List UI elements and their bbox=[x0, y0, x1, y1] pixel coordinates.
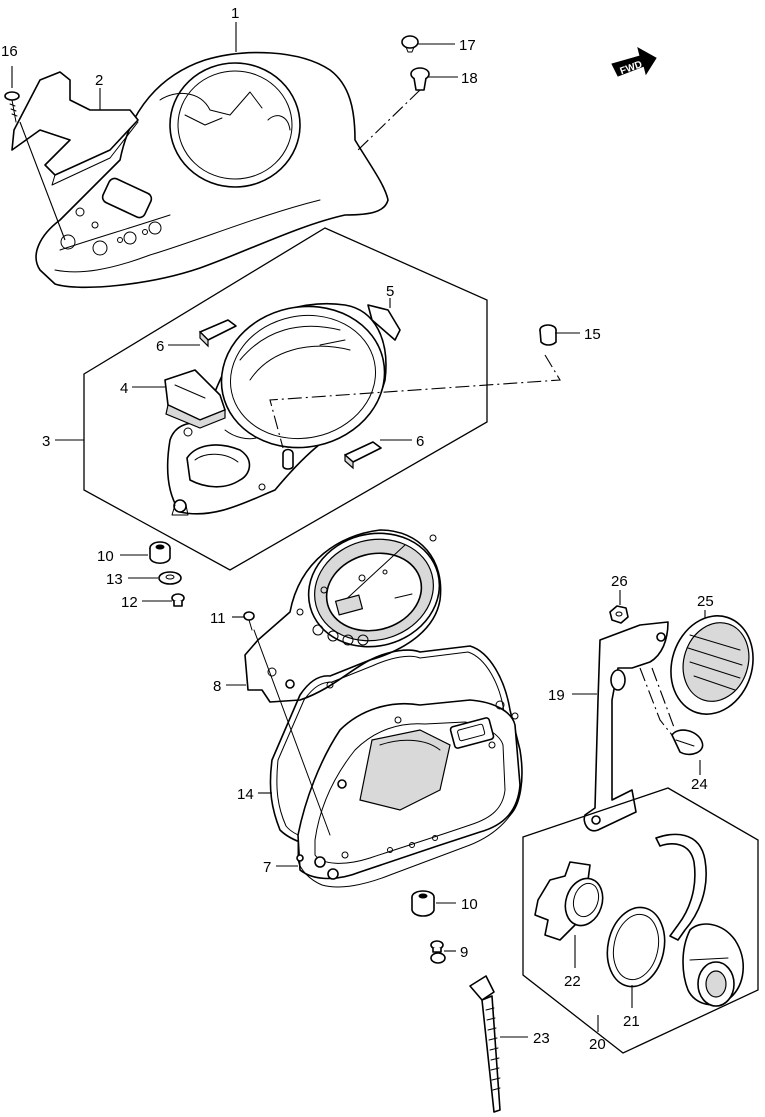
bracket-part-19 bbox=[583, 621, 669, 832]
label-16: 16 bbox=[1, 43, 18, 60]
light-guide bbox=[282, 448, 294, 470]
label-8: 8 bbox=[213, 678, 221, 695]
meter-cover-part-1 bbox=[35, 51, 389, 289]
cushion-part-5 bbox=[367, 304, 401, 341]
nut-part-26 bbox=[609, 605, 629, 624]
label-15: 15 bbox=[584, 326, 601, 343]
screw-part-16 bbox=[4, 91, 20, 123]
grommet-part-10-upper bbox=[149, 541, 171, 565]
gasket-part-21 bbox=[606, 906, 666, 988]
grommet-part-10-lower bbox=[411, 890, 435, 917]
washer-part-13 bbox=[158, 571, 182, 585]
cushion-part-6a bbox=[199, 319, 237, 348]
meter-case-part-3 bbox=[166, 302, 387, 516]
label-10b: 10 bbox=[461, 896, 478, 913]
screw-part-9 bbox=[430, 940, 446, 964]
reflector-part-25 bbox=[670, 615, 754, 715]
label-1: 1 bbox=[231, 5, 239, 22]
cushion-part-6b bbox=[344, 441, 382, 470]
collar-part-18 bbox=[410, 67, 430, 91]
cable-tie-part-23 bbox=[469, 975, 501, 1113]
label-25: 25 bbox=[697, 593, 714, 610]
label-6b: 6 bbox=[416, 433, 424, 450]
label-7: 7 bbox=[263, 859, 271, 876]
part-labels: 1 2 16 17 18 3 4 5 6 6 15 10 13 12 11 8 … bbox=[1, 5, 714, 1053]
label-2: 2 bbox=[95, 72, 103, 89]
label-6a: 6 bbox=[156, 338, 164, 355]
assembly-box-part-20 bbox=[522, 787, 759, 1054]
label-10a: 10 bbox=[97, 548, 114, 565]
label-12: 12 bbox=[121, 594, 138, 611]
label-22: 22 bbox=[564, 973, 581, 990]
label-13: 13 bbox=[106, 571, 123, 588]
lower-case-part-7 bbox=[296, 699, 521, 888]
screw-part-11 bbox=[243, 611, 255, 631]
label-23: 23 bbox=[533, 1030, 550, 1047]
label-17: 17 bbox=[459, 37, 476, 54]
clamp-part-24 bbox=[671, 729, 704, 756]
label-14: 14 bbox=[237, 786, 254, 803]
label-5: 5 bbox=[386, 283, 394, 300]
cushion-part-4 bbox=[164, 369, 226, 429]
label-18: 18 bbox=[461, 70, 478, 87]
label-3: 3 bbox=[42, 433, 50, 450]
label-20: 20 bbox=[589, 1036, 606, 1053]
label-24: 24 bbox=[691, 776, 708, 793]
lid-part-2 bbox=[11, 71, 139, 186]
label-9: 9 bbox=[460, 944, 468, 961]
assembly-box-part-3 bbox=[83, 227, 488, 571]
label-11: 11 bbox=[210, 610, 226, 627]
speedometer-part-8 bbox=[244, 529, 442, 703]
lamp-socket-wire bbox=[655, 833, 745, 1007]
label-4: 4 bbox=[120, 380, 128, 397]
bulb-part-15 bbox=[539, 324, 557, 346]
label-19: 19 bbox=[548, 687, 565, 704]
label-21: 21 bbox=[623, 1013, 640, 1030]
screw-part-17 bbox=[401, 35, 419, 53]
socket-part-22 bbox=[534, 861, 604, 941]
forward-direction-arrow: FWD bbox=[611, 47, 657, 77]
screw-part-12 bbox=[171, 593, 185, 607]
leader-lines bbox=[11, 22, 706, 1038]
label-26: 26 bbox=[611, 573, 628, 590]
